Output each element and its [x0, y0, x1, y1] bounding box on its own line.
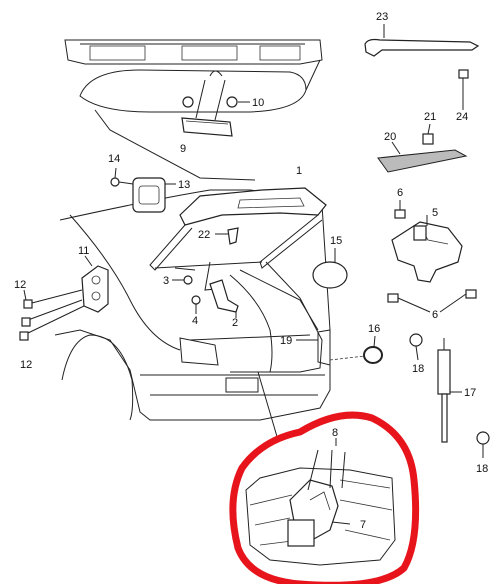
- part-9-handle: [181, 70, 233, 137]
- label-4: 4: [192, 315, 198, 327]
- label-6a: 6: [397, 187, 403, 199]
- label-3: 3: [163, 275, 169, 287]
- label-17: 17: [464, 387, 476, 399]
- part-24-bolt: [458, 69, 469, 110]
- part-labels: 1 2 3 4 5 6 6 7 8 9 10 11 12 12 13 14 15…: [14, 11, 488, 531]
- label-9: 9: [180, 143, 186, 155]
- label-23: 23: [376, 11, 388, 23]
- label-18a: 18: [412, 363, 424, 375]
- label-18b: 18: [476, 463, 488, 475]
- part-3-nut: [172, 275, 193, 285]
- label-24: 24: [456, 111, 468, 123]
- label-6b: 6: [432, 309, 438, 321]
- label-14: 14: [108, 153, 120, 165]
- label-12a: 12: [14, 279, 26, 291]
- part-20-pad: [377, 141, 468, 173]
- part-14-screw: [110, 167, 134, 187]
- label-1: 1: [296, 165, 302, 177]
- label-11: 11: [78, 245, 89, 257]
- label-15: 15: [330, 235, 342, 247]
- part-4-bolt: [191, 295, 201, 314]
- label-21: 21: [424, 111, 436, 123]
- label-7: 7: [360, 519, 366, 531]
- label-19: 19: [280, 335, 292, 347]
- label-2: 2: [232, 317, 238, 329]
- label-5: 5: [432, 207, 438, 219]
- label-22: 22: [198, 229, 210, 241]
- part-21-clip: [422, 123, 434, 145]
- trunk-lid-inner-panel: [64, 39, 323, 181]
- highlight-circle: [229, 411, 420, 584]
- part-15-cap: [312, 248, 348, 289]
- detail-inset: [245, 371, 396, 566]
- part-12-bolts: [19, 289, 85, 341]
- label-16: 16: [368, 323, 380, 335]
- label-20: 20: [384, 131, 396, 143]
- part-13-bracket: [132, 177, 176, 213]
- label-13: 13: [178, 179, 190, 191]
- part-10-screw: [182, 96, 250, 108]
- part-16-ring: [329, 335, 383, 364]
- part-5-lock: [391, 215, 463, 283]
- part-6-bolts: [387, 200, 477, 313]
- trunk-lid: [149, 187, 327, 373]
- part-2-bracket: [209, 279, 239, 318]
- part-17-gas-strut: [437, 338, 462, 443]
- part-18-ball-studs: [409, 333, 490, 458]
- part-23-trim-strip: [364, 24, 480, 57]
- label-12b: 12: [20, 359, 32, 371]
- label-10: 10: [252, 97, 264, 109]
- part-22-clip: [215, 227, 239, 245]
- car-body-outline: [54, 189, 331, 421]
- label-8: 8: [332, 427, 338, 439]
- part-11-hinge: [81, 255, 109, 313]
